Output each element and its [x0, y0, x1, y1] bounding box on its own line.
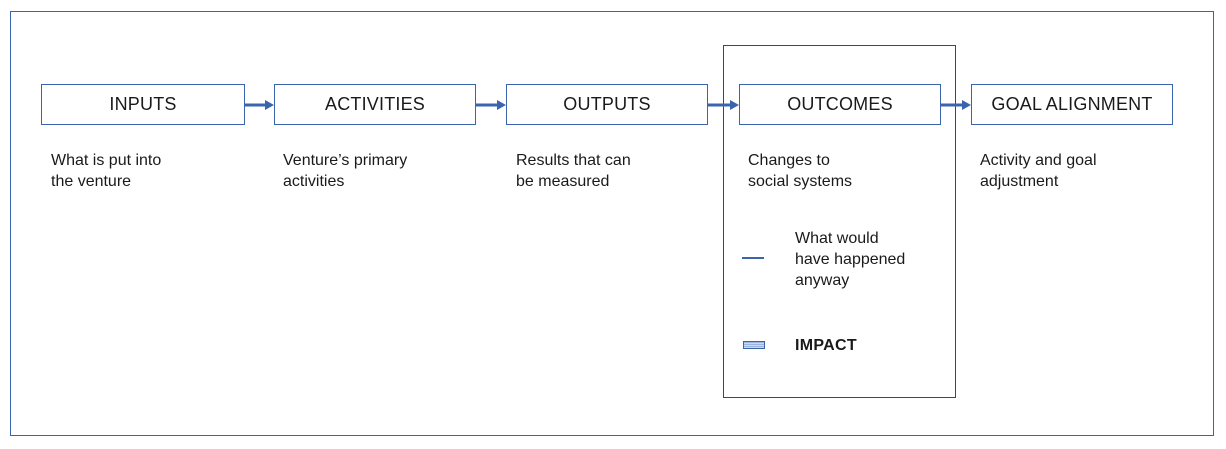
step-activities-description: Venture’s primary activities — [283, 150, 407, 192]
description-line: activities — [283, 173, 345, 190]
arrow-right-icon — [245, 100, 274, 110]
step-inputs-label: INPUTS — [109, 94, 177, 114]
legend-impact-label: IMPACT — [795, 337, 857, 354]
step-outputs-box: OUTPUTS — [506, 84, 708, 125]
step-outputs-description: Results that can be measured — [516, 150, 631, 192]
arrow-right-icon — [708, 100, 739, 110]
description-line: Changes to — [748, 152, 830, 169]
diagram-frame — [10, 11, 1214, 436]
legend-impact-swatch — [743, 341, 765, 349]
description-line: be measured — [516, 173, 610, 190]
legend-line-swatch — [742, 257, 764, 259]
description-line: Results that can — [516, 152, 631, 169]
arrow-right-icon — [476, 100, 506, 110]
step-goal-alignment-box: GOAL ALIGNMENT — [971, 84, 1173, 125]
legend-line-text: anyway — [795, 272, 850, 289]
step-goal-alignment-description: Activity and goal adjustment — [980, 150, 1097, 192]
step-activities-box: ACTIVITIES — [274, 84, 476, 125]
description-line: What is put into — [51, 152, 162, 169]
step-outcomes-label: OUTCOMES — [787, 94, 893, 114]
legend-line-text: What would — [795, 230, 879, 247]
step-inputs-box: INPUTS — [41, 84, 245, 125]
legend-line-text: have happened — [795, 251, 906, 268]
description-line: Venture’s primary — [283, 152, 408, 169]
step-activities-label: ACTIVITIES — [324, 94, 425, 114]
step-inputs-description: What is put into the venture — [51, 150, 161, 192]
description-line: adjustment — [980, 173, 1059, 190]
step-outcomes-box: OUTCOMES — [739, 84, 941, 125]
description-line: the venture — [51, 173, 132, 190]
arrow-right-icon — [941, 100, 971, 110]
step-outputs-label: OUTPUTS — [563, 94, 651, 114]
step-outcomes-description: Changes to social systems — [748, 150, 852, 192]
step-goal-alignment-label: GOAL ALIGNMENT — [991, 94, 1153, 114]
description-line: Activity and goal — [980, 152, 1097, 169]
description-line: social systems — [748, 173, 853, 190]
legend-line-label: What would have happened anyway — [795, 228, 935, 291]
